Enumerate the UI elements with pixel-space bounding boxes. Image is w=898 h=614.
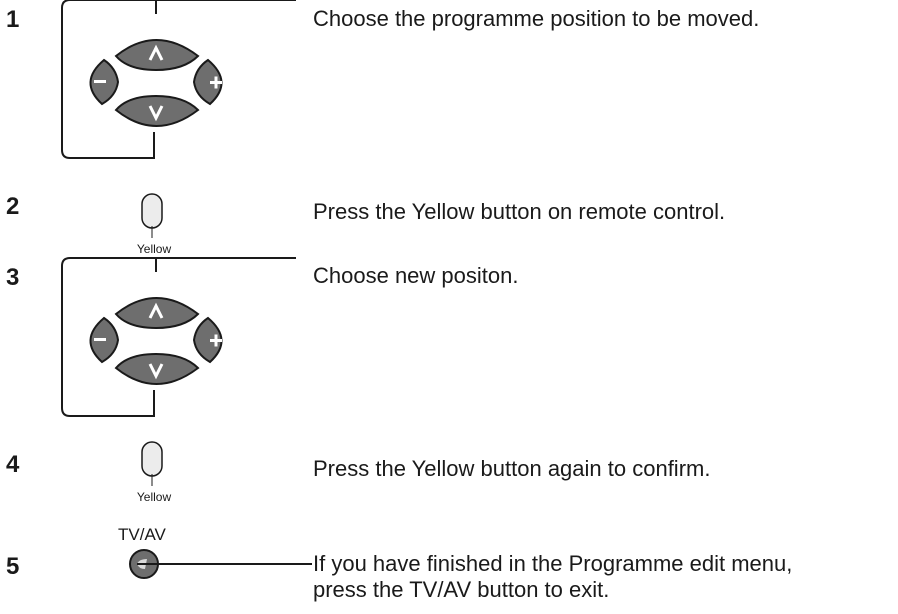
dpad-left-button[interactable] bbox=[89, 316, 120, 364]
dpad-down-button[interactable] bbox=[114, 352, 200, 385]
dpad-right-button[interactable] bbox=[192, 316, 223, 364]
step-5-text-line-1: If you have finished in the Programme ed… bbox=[313, 551, 793, 576]
callout-line bbox=[61, 0, 157, 159]
tvav-button[interactable] bbox=[127, 547, 327, 587]
yellow-button-label-1: Yellow bbox=[136, 242, 172, 256]
dpad-2[interactable] bbox=[58, 257, 298, 428]
step-5-text-line-2: press the TV/AV button to exit. bbox=[313, 577, 610, 602]
step-5-text: If you have finished in the Programme ed… bbox=[313, 551, 792, 603]
step-3-number: 3 bbox=[6, 264, 20, 291]
step-3-text: Choose new positon. bbox=[313, 263, 519, 288]
minus-icon bbox=[94, 80, 106, 83]
yellow-button-2[interactable] bbox=[138, 440, 168, 490]
step-1-text: Choose the programme position to be move… bbox=[313, 6, 760, 31]
yellow-button-1[interactable] bbox=[138, 192, 168, 242]
down-caret-icon bbox=[148, 363, 164, 380]
yellow-button-label-2: Yellow bbox=[136, 490, 172, 504]
step-4-number: 4 bbox=[6, 451, 20, 478]
tvav-button-label: TV/AV bbox=[118, 525, 166, 544]
dpad-left-button[interactable] bbox=[89, 58, 120, 106]
step-2-text: Press the Yellow button on remote contro… bbox=[313, 199, 726, 224]
dpad-1[interactable] bbox=[58, 0, 298, 170]
plus-icon bbox=[210, 334, 222, 347]
dpad-up-button[interactable] bbox=[114, 39, 200, 72]
plus-icon bbox=[210, 76, 222, 89]
dpad-down-button[interactable] bbox=[114, 94, 200, 127]
up-caret-icon bbox=[148, 44, 164, 61]
dpad-right-button[interactable] bbox=[192, 58, 223, 106]
step-2-number: 2 bbox=[6, 193, 20, 220]
minus-icon bbox=[94, 338, 106, 341]
step-4-text: Press the Yellow button again to confirm… bbox=[313, 456, 711, 481]
up-caret-icon bbox=[148, 302, 164, 319]
callout-line bbox=[61, 257, 157, 417]
step-5-number: 5 bbox=[6, 553, 20, 580]
step-1-number: 1 bbox=[6, 6, 20, 33]
down-caret-icon bbox=[148, 105, 164, 122]
dpad-up-button[interactable] bbox=[114, 297, 200, 330]
